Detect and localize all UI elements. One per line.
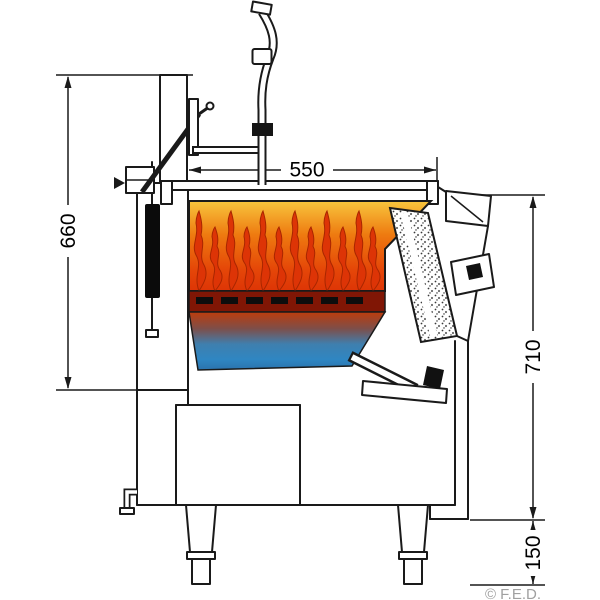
insulation-panel xyxy=(388,206,459,344)
pan-vessel xyxy=(188,200,434,371)
dimension-550-top: 550 xyxy=(189,157,438,182)
burner-slot xyxy=(221,297,238,304)
leg-foot xyxy=(191,558,211,585)
dimension-660-left: 660 xyxy=(56,74,193,391)
dim-label-bg xyxy=(281,159,333,181)
dim-label-bg xyxy=(522,331,544,383)
rim-to-hinge-link xyxy=(437,186,447,193)
control-box xyxy=(145,204,160,298)
rim-top xyxy=(160,180,439,191)
rim-left-flange xyxy=(160,180,173,205)
standpipe-core xyxy=(259,10,276,185)
dim-label-bg xyxy=(57,205,79,257)
arrow-down-icon xyxy=(529,507,537,519)
left-leg xyxy=(185,504,217,585)
leg-collar xyxy=(186,551,216,560)
fill-pipe-assembly xyxy=(192,0,278,185)
leg-foot xyxy=(403,558,423,585)
leg-upper xyxy=(185,504,217,553)
pilot-window xyxy=(466,263,483,280)
burner-slot xyxy=(296,297,313,304)
watermark: © F.E.D. xyxy=(485,586,541,600)
dim-label-150: 150 xyxy=(522,535,545,570)
burner-slot xyxy=(246,297,263,304)
burner-grate xyxy=(188,290,386,313)
right-shelf-edge xyxy=(456,335,469,342)
arrow-left-icon xyxy=(189,166,201,174)
leg-collar xyxy=(398,551,428,560)
hinge-box xyxy=(445,190,492,227)
speckled-insulation xyxy=(388,206,459,344)
dimension-710-right: 710 xyxy=(456,194,545,521)
drain-valve xyxy=(119,488,137,515)
machine-body xyxy=(114,0,495,585)
pipe-cap xyxy=(250,0,273,16)
burner-slot xyxy=(321,297,338,304)
dim-label-710: 710 xyxy=(522,339,545,374)
hinge-housing xyxy=(445,190,492,227)
lever-bracket xyxy=(188,98,199,156)
pipe-clamp xyxy=(252,123,273,136)
strap-foot xyxy=(145,329,159,338)
rim-right-flange xyxy=(426,180,439,205)
drain-pipe-core xyxy=(125,490,137,508)
oil-well xyxy=(188,311,387,371)
lever-pivot xyxy=(205,101,215,111)
leg-upper xyxy=(397,504,429,553)
hinge-diagonal xyxy=(450,195,484,223)
dim-label-bg xyxy=(522,530,544,576)
dim-label-660: 660 xyxy=(57,213,80,248)
pilot-bracket xyxy=(450,253,495,296)
dim-label-550: 550 xyxy=(289,159,324,182)
crank-knob xyxy=(423,366,444,389)
right-leg xyxy=(397,504,429,585)
arrow-right-icon xyxy=(424,166,436,174)
control-console-column xyxy=(159,74,188,184)
crank-bar xyxy=(361,380,448,404)
base-cabinet xyxy=(175,404,301,506)
tilt-pipe-core xyxy=(350,354,416,391)
tilt-lever xyxy=(139,98,215,194)
arrow-down-icon xyxy=(64,377,72,389)
pipe-union xyxy=(251,48,273,65)
tilt-mechanism xyxy=(347,351,448,404)
arrow-up-icon xyxy=(64,76,72,88)
burner-slot xyxy=(271,297,288,304)
insulation-channel xyxy=(400,212,438,338)
dimension-150-leg: 150 xyxy=(470,521,545,586)
burner-slot xyxy=(196,297,213,304)
pan-rim xyxy=(160,180,439,205)
arrow-up-icon xyxy=(529,196,537,208)
pointer-icon xyxy=(114,177,125,189)
drain-cap xyxy=(119,507,135,515)
burner-slot xyxy=(346,297,363,304)
